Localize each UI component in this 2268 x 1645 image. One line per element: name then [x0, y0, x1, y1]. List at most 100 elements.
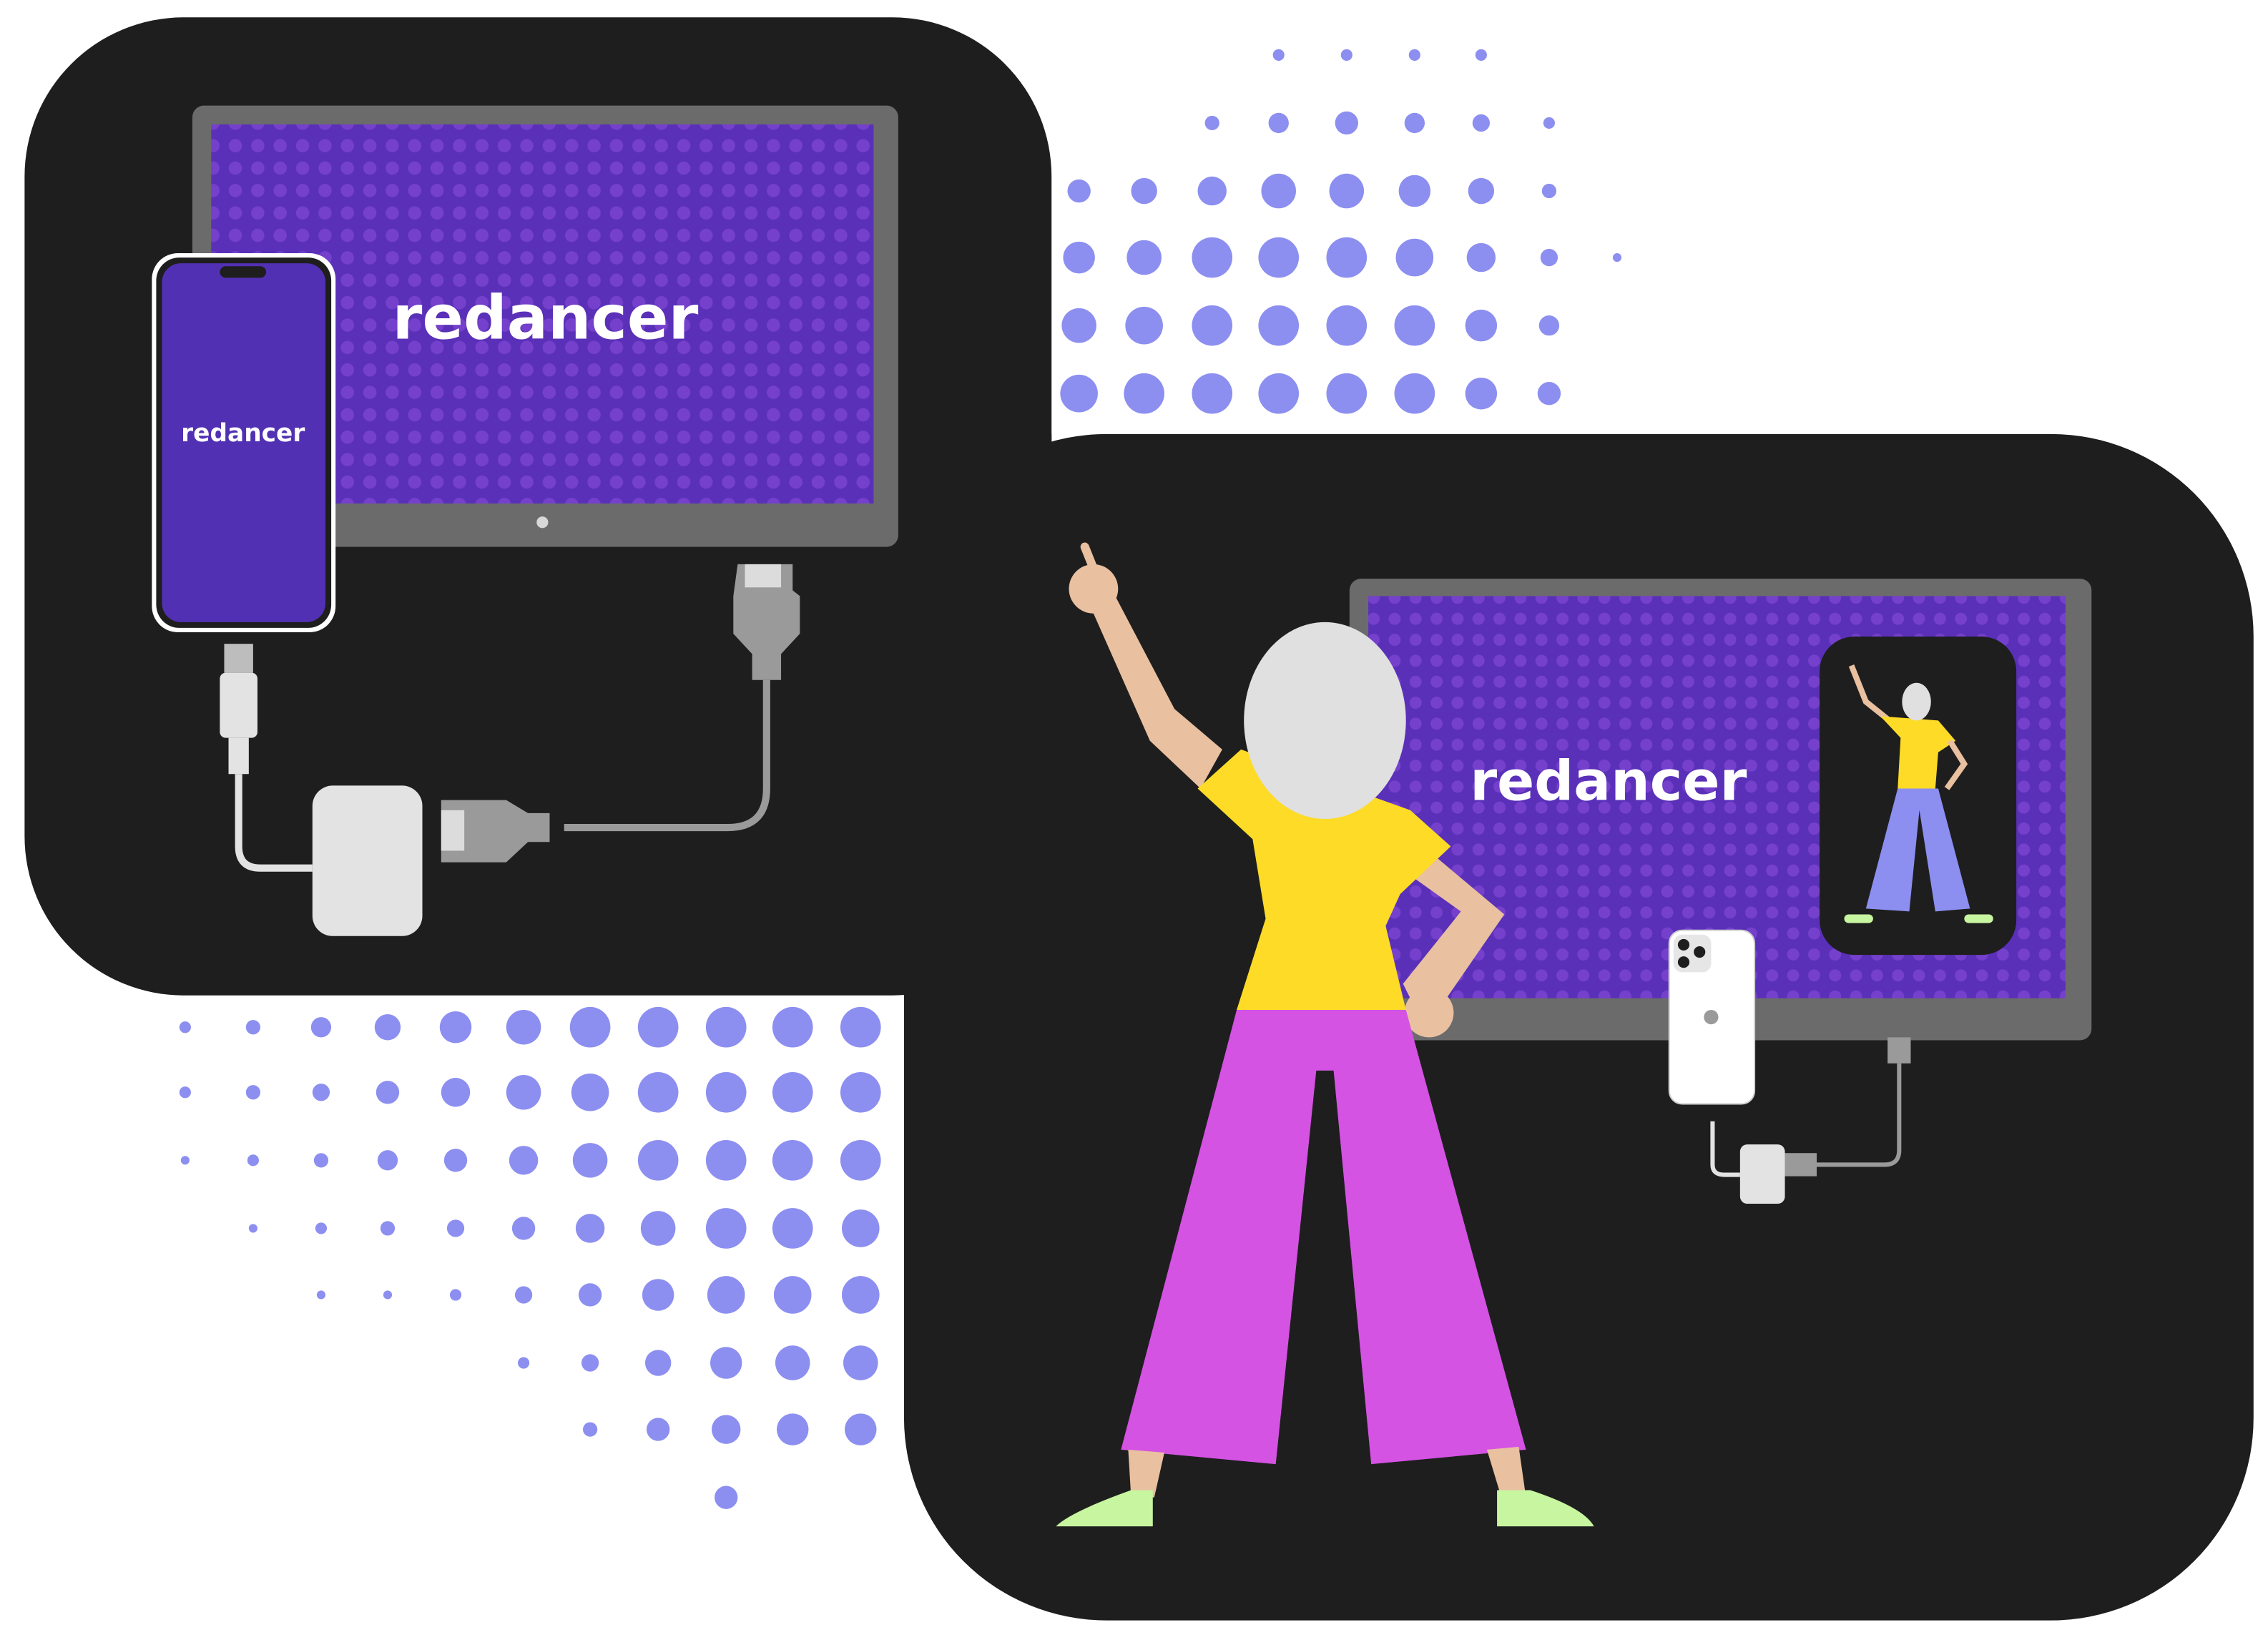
decor-dot [1124, 373, 1164, 414]
decor-dot [506, 1009, 541, 1045]
decor-dot [313, 1153, 329, 1168]
decor-dot [1258, 373, 1300, 414]
hdmi-connector-icon [1887, 1037, 1911, 1064]
decor-dot [711, 1415, 741, 1444]
shoe-right [1497, 1490, 1594, 1527]
decor-dot [569, 1006, 611, 1048]
decor-dot [247, 1154, 259, 1167]
decor-dot [1537, 382, 1561, 406]
decor-dot [180, 1156, 190, 1165]
decor-dot [1468, 177, 1495, 205]
decor-dot [1272, 49, 1285, 61]
decor-dot [840, 1140, 881, 1181]
home-button-icon [536, 516, 549, 529]
decor-dot [581, 1354, 599, 1372]
decor-dot [1395, 238, 1434, 277]
decor-dot [1329, 173, 1365, 209]
decor-dot [1335, 111, 1358, 135]
decor-dot [1404, 112, 1425, 134]
decor-dot [1326, 305, 1368, 346]
decor-dot [646, 1418, 670, 1441]
decor-dot [179, 1021, 191, 1033]
decor-dot [1261, 173, 1296, 209]
decor-dot [1258, 305, 1300, 346]
decor-dot [1398, 175, 1431, 207]
decor-dot [1197, 176, 1227, 206]
decor-dot [840, 1006, 881, 1048]
decor-dot [1326, 373, 1368, 414]
decor-dot [1125, 306, 1163, 345]
decor-dot [644, 1350, 672, 1376]
decor-dot [506, 1074, 541, 1110]
lightning-adapter-1 [220, 644, 423, 936]
decor-dot [1394, 373, 1435, 414]
decor-dot [1540, 248, 1558, 267]
hdmi-connector-icon [441, 800, 550, 863]
decor-dot [245, 1020, 261, 1035]
decor-dot [1192, 237, 1233, 278]
decor-dot [1063, 241, 1095, 274]
decor-dot [707, 1276, 745, 1314]
decor-dot [374, 1014, 401, 1041]
decor-dot [843, 1345, 878, 1380]
decor-dot [439, 1011, 472, 1044]
decor-dot [1475, 49, 1487, 61]
decor-dot [1131, 177, 1157, 205]
decor-dot [511, 1217, 536, 1240]
decor-dot [1126, 240, 1162, 275]
decor-dot [1472, 114, 1490, 132]
decor-dot [441, 1078, 471, 1107]
shoe-left [1056, 1490, 1153, 1527]
decor-dot [517, 1357, 530, 1369]
decor-dot [578, 1283, 602, 1307]
decorative-dots-bottom-left [179, 1006, 881, 1509]
decor-dot [840, 1071, 881, 1113]
decor-dot [845, 1413, 877, 1445]
decor-dot [572, 1143, 608, 1178]
decor-dot [1268, 112, 1289, 134]
phone-1-logo: redancer [181, 419, 305, 448]
phone-1-screen [162, 263, 326, 622]
decor-dot [1465, 377, 1498, 410]
decor-dot [1061, 308, 1096, 343]
hdmi-connector-icon [733, 564, 800, 680]
hdmi-cable-2 [1710, 1037, 1911, 1204]
decor-dot [514, 1286, 533, 1304]
decorative-dots-top-right [1060, 49, 1622, 414]
decor-dot [1067, 179, 1091, 203]
decor-dot [637, 1071, 679, 1113]
decor-dot [1408, 49, 1420, 61]
decor-dot [1060, 374, 1098, 413]
decor-dot [841, 1276, 880, 1314]
decor-dot [642, 1279, 674, 1311]
decor-dot [1326, 237, 1368, 278]
decor-dot [640, 1211, 676, 1246]
decor-dot [377, 1150, 398, 1171]
camera-icon [1673, 934, 1712, 973]
apple-logo-icon [1704, 1009, 1719, 1025]
decor-dot [1543, 117, 1555, 129]
decor-dot [772, 1208, 813, 1249]
decor-dot [446, 1219, 465, 1237]
decor-dot [383, 1290, 393, 1300]
decor-dot [1192, 373, 1233, 414]
hdmi-connector-icon [1785, 1153, 1817, 1177]
decor-dot [772, 1071, 813, 1113]
decor-dot [773, 1276, 812, 1314]
decor-dot [637, 1140, 679, 1181]
decor-dot [1258, 237, 1300, 278]
decor-dot [705, 1006, 747, 1048]
decor-dot [582, 1422, 598, 1437]
decor-dot [772, 1006, 813, 1048]
decor-dot [449, 1289, 462, 1301]
decor-dot [705, 1071, 747, 1113]
adapter-icon [1739, 1144, 1785, 1204]
tablet-2-logo: redancer [1470, 750, 1747, 814]
decor-dot [1340, 49, 1353, 61]
adapter-icon [312, 785, 423, 936]
decor-dot [245, 1085, 261, 1100]
decor-dot [1612, 253, 1622, 262]
decor-dot [316, 1290, 326, 1300]
decor-dot [248, 1224, 257, 1233]
decor-dot [380, 1221, 396, 1236]
